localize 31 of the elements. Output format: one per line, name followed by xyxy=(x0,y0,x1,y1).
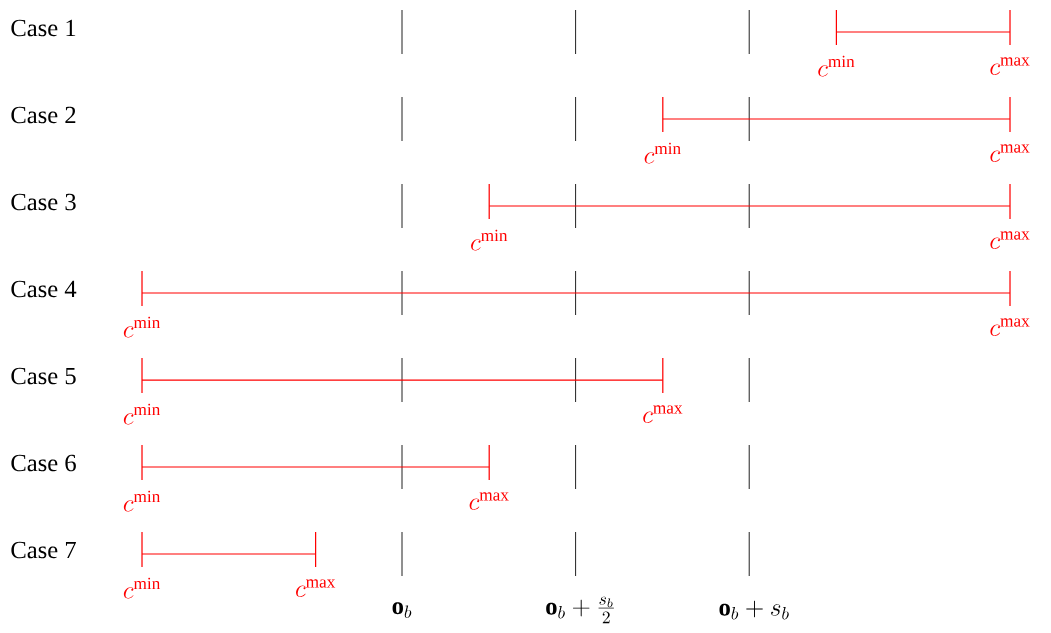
endpoint-label: $c^{\mathrm{min}}$ xyxy=(123,403,161,425)
interval-bar xyxy=(141,466,490,468)
axis-label: $\mathbf{o}_b+\frac{s_b}{2}$ xyxy=(546,596,614,624)
endpoint-label: $c^{\mathrm{max}}$ xyxy=(990,318,1030,336)
endpoint-label: $c^{\mathrm{min}}$ xyxy=(123,316,161,338)
endpoint-label: $c^{\mathrm{min}}$ xyxy=(123,490,161,512)
endpoint-label: $c^{\mathrm{min}}$ xyxy=(644,142,681,164)
case-label: Case 1 xyxy=(11,19,76,37)
interval-bar xyxy=(835,31,1011,33)
endpoint-label: $c^{\mathrm{max}}$ xyxy=(990,144,1030,162)
interval-bar xyxy=(488,205,1011,207)
endpoint-label: $c^{\mathrm{min}}$ xyxy=(818,55,855,77)
interval-bar xyxy=(141,379,664,381)
interval-bar xyxy=(141,553,317,555)
endpoint-label: $c^{\mathrm{max}}$ xyxy=(643,405,683,423)
case-label: Case 5 xyxy=(11,367,76,385)
endpoint-label: $c^{\mathrm{max}}$ xyxy=(990,231,1030,249)
case-label: Case 6 xyxy=(11,454,76,472)
endpoint-label: $c^{\mathrm{max}}$ xyxy=(296,579,336,597)
case-label: Case 7 xyxy=(11,541,76,559)
case-label: Case 4 xyxy=(11,280,77,298)
interval-bar xyxy=(662,118,1011,120)
endpoint-label: $c^{\mathrm{max}}$ xyxy=(990,57,1030,75)
endpoint-label: $c^{\mathrm{max}}$ xyxy=(469,492,509,510)
endpoint-label: $c^{\mathrm{min}}$ xyxy=(123,577,161,599)
case-label: Case 2 xyxy=(11,106,76,124)
case-label: Case 3 xyxy=(11,193,76,211)
axis-label: $\mathbf{o}_b$ xyxy=(392,602,412,618)
endpoint-label: $c^{\mathrm{min}}$ xyxy=(471,229,508,251)
axis-label: $\mathbf{o}_b+s_b$ xyxy=(719,600,789,620)
interval-bar xyxy=(141,292,1011,294)
